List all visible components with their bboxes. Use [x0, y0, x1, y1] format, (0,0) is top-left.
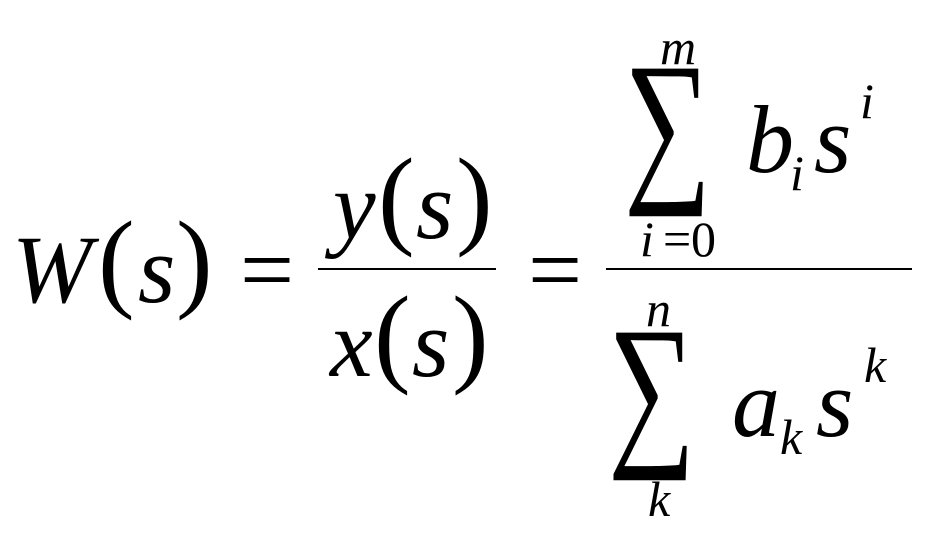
denominator-coefficient: a	[732, 350, 780, 457]
numerator-sum-lower-equals: =	[663, 211, 692, 267]
fraction-bar-1	[318, 268, 496, 270]
frac1-numerator-open-paren: (	[378, 136, 415, 258]
lhs-function-symbol: W	[12, 216, 92, 323]
frac1-denominator-variable: s	[412, 290, 450, 397]
frac1-denominator-close-paren: )	[452, 274, 489, 396]
lhs-open-paren: (	[98, 199, 135, 321]
numerator-coefficient-subscript: i	[790, 145, 804, 201]
numerator-coefficient: b	[746, 86, 794, 193]
numerator-exponent: i	[860, 73, 874, 129]
frac1-numerator-close-paren: )	[456, 136, 493, 258]
equals-sign-2: =	[528, 216, 583, 323]
numerator-sum-upper-limit: m	[660, 19, 697, 75]
numerator-sum-lower-index: i	[640, 211, 654, 267]
denominator-sum-lower-index: k	[648, 471, 671, 527]
lhs-variable: s	[138, 216, 176, 323]
frac1-numerator-variable: s	[416, 152, 454, 259]
numerator-sum-lower-value: 0	[691, 211, 716, 267]
equals-sign-1: =	[240, 216, 295, 323]
lhs-close-paren: )	[176, 199, 213, 321]
frac1-numerator-function: y	[333, 152, 376, 259]
frac1-denominator-function: x	[330, 290, 373, 397]
frac1-denominator-open-paren: (	[374, 274, 411, 396]
numerator-summation-sign: ∑	[624, 29, 712, 217]
denominator-exponent: k	[864, 337, 887, 393]
numerator-variable: s	[814, 86, 852, 193]
denominator-summation-sign: ∑	[608, 293, 696, 481]
fraction-bar-2	[606, 268, 912, 270]
denominator-sum-upper-limit: n	[646, 281, 671, 337]
denominator-variable: s	[816, 350, 854, 457]
denominator-coefficient-subscript: k	[780, 409, 803, 465]
